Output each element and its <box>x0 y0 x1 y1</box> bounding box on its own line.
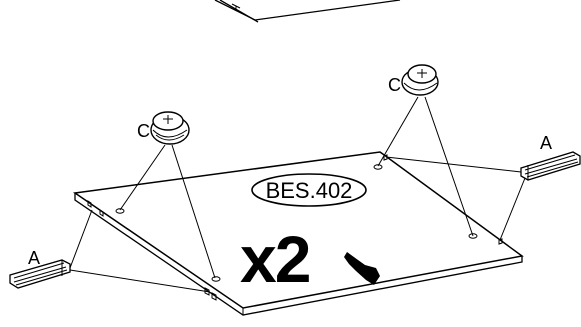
part-code-badge: BES.402 <box>251 173 367 207</box>
cam-lock-left <box>150 111 190 145</box>
part-c-label-left: C <box>137 121 150 141</box>
part-a-label-left: A <box>28 248 40 268</box>
part-c-label-right: C <box>388 75 401 95</box>
board-hole <box>115 208 125 214</box>
dowel-left <box>9 259 71 289</box>
dowel-right <box>520 151 581 181</box>
hand-pointer-icon <box>344 252 380 285</box>
board-hole <box>211 276 221 282</box>
board-hole <box>373 164 383 170</box>
part-code-label: BES.402 <box>266 178 353 203</box>
quantity-label: x2 <box>240 222 310 296</box>
top-panel-fragment <box>214 0 401 23</box>
cam-lock-right <box>401 64 439 96</box>
part-a-label-right: A <box>540 133 552 153</box>
